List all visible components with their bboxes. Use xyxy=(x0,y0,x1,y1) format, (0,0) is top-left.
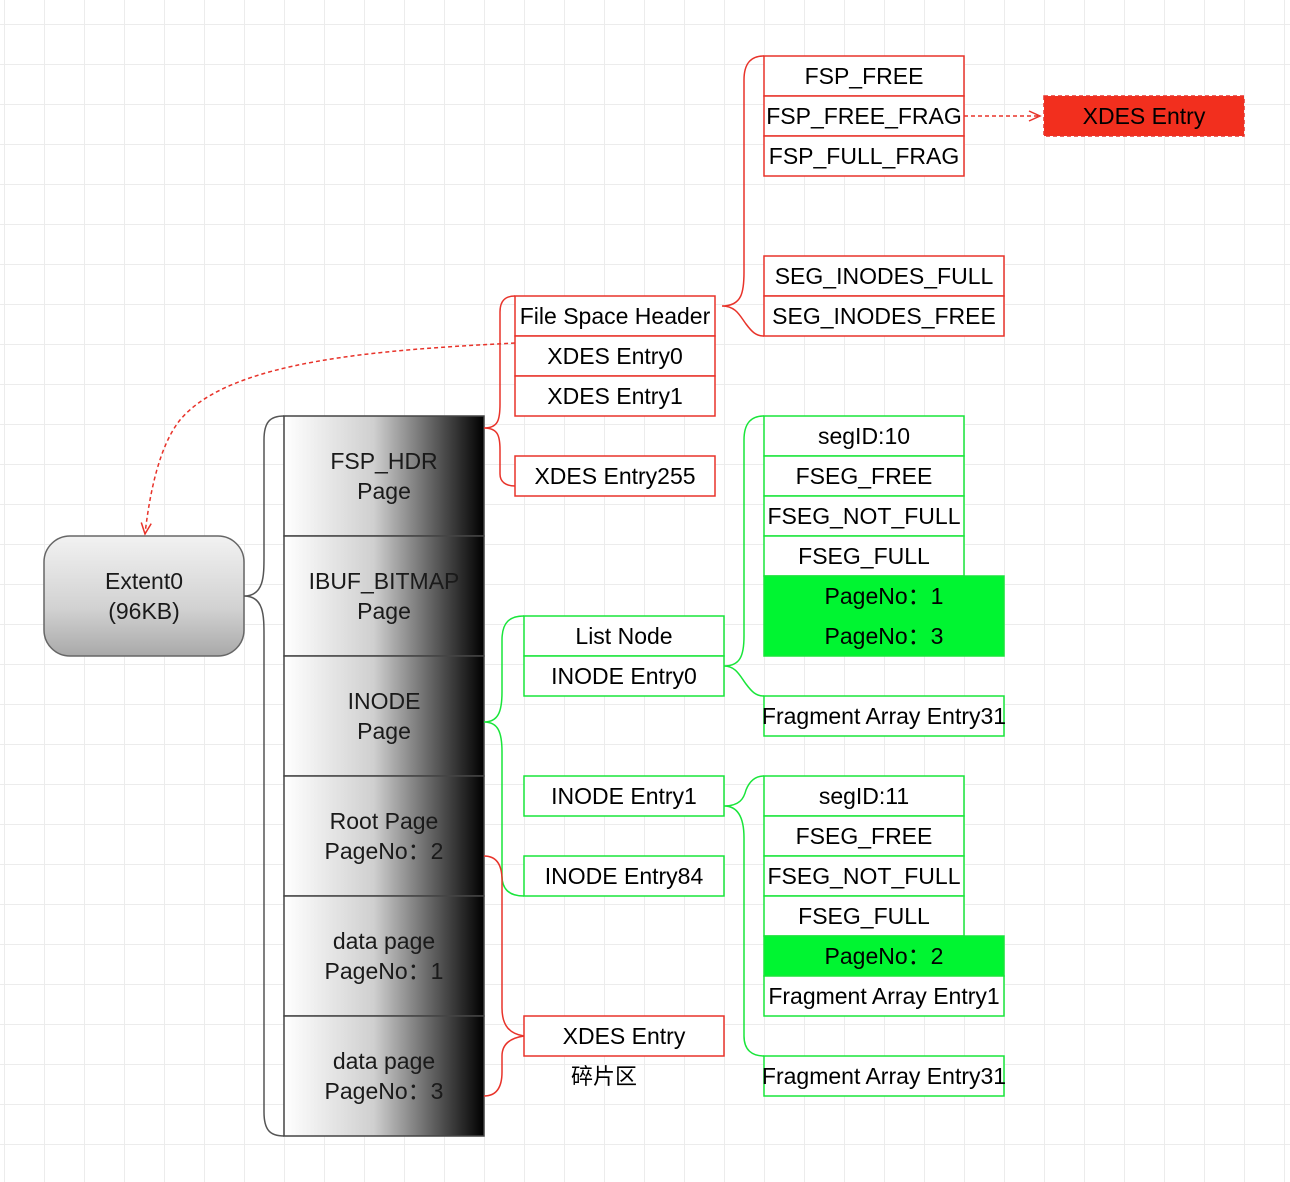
extent-size: (96KB) xyxy=(108,598,180,624)
page-line1: IBUF_BITMAP xyxy=(309,568,460,594)
fragment-xdes-brace xyxy=(483,855,525,1097)
fseg-full-row: FSEG_FULL xyxy=(798,903,930,929)
page-line1: data page xyxy=(333,928,435,954)
seg-inodes-table: SEG_INODES_FULL SEG_INODES_FREE xyxy=(763,255,1005,337)
xdes-entry0-row: XDES Entry0 xyxy=(547,343,683,369)
inode-entry84-row: INODE Entry84 xyxy=(545,863,704,889)
page-data-1: data page PageNo：1 xyxy=(283,895,485,1017)
fsp-header-table: File Space Header XDES Entry0 XDES Entry… xyxy=(514,295,716,497)
fragment-entry31-row: Fragment Array Entry31 xyxy=(762,703,1006,729)
inode-entry1-brace xyxy=(723,775,765,1057)
inode-page-brace xyxy=(483,615,525,897)
page-stack: FSP_HDR Page IBUF_BITMAP Page INODE Page… xyxy=(283,415,485,1137)
xdes-entry0-to-extent-arrow xyxy=(140,342,516,536)
page-line2: PageNo：1 xyxy=(325,958,444,984)
fsp-free-frag-row: FSP_FREE_FRAG xyxy=(766,103,962,129)
page-line2: Page xyxy=(357,598,411,624)
page-data-3: data page PageNo：3 xyxy=(283,1015,485,1137)
fragment-entry1-row: Fragment Array Entry1 xyxy=(768,983,999,1009)
extent-brace xyxy=(243,415,285,1137)
extent0-node: Extent0 (96KB) xyxy=(43,535,245,657)
page-line1: Root Page xyxy=(330,808,439,834)
fsp-hdr-brace xyxy=(483,295,516,487)
page-line1: INODE xyxy=(348,688,421,714)
page-line1: data page xyxy=(333,1048,435,1074)
inode-entry0-row: INODE Entry0 xyxy=(551,663,697,689)
fragment-page-row: PageNo：3 xyxy=(825,623,944,649)
fragment-xdes-label: XDES Entry xyxy=(563,1023,686,1049)
page-line2: Page xyxy=(357,478,411,504)
fseg-free-row: FSEG_FREE xyxy=(796,823,933,849)
fseg-not-full-row: FSEG_NOT_FULL xyxy=(768,863,961,889)
page-ibuf-bitmap: IBUF_BITMAP Page xyxy=(283,535,485,657)
xdes-entry1-row: XDES Entry1 xyxy=(547,383,683,409)
page-fsp-hdr: FSP_HDR Page xyxy=(283,415,485,537)
file-space-header-brace xyxy=(721,55,765,337)
xdes-entry-red-box: XDES Entry xyxy=(1043,95,1245,137)
page-root: Root Page PageNo：2 xyxy=(283,775,485,897)
segment-11-table: segID:11 FSEG_FREE FSEG_NOT_FULL FSEG_FU… xyxy=(762,775,1006,1097)
fragment-entry31-row: Fragment Array Entry31 xyxy=(762,1063,1006,1089)
fsp-full-frag-row: FSP_FULL_FRAG xyxy=(769,143,959,169)
fragment-xdes-box: XDES Entry xyxy=(523,1015,725,1057)
fragment-area-caption: 碎片区 xyxy=(571,1064,637,1089)
fragment-page-row: PageNo：2 xyxy=(825,943,944,969)
xdes-entry255-row: XDES Entry255 xyxy=(534,463,695,489)
extent-title: Extent0 xyxy=(105,568,183,594)
fsp-header-row: File Space Header xyxy=(520,303,711,329)
fseg-full-row: FSEG_FULL xyxy=(798,543,930,569)
inode-entry0-brace xyxy=(723,415,765,697)
page-line2: PageNo：3 xyxy=(325,1078,444,1104)
page-line1: FSP_HDR xyxy=(330,448,437,474)
inode-page-table: List Node INODE Entry0 INODE Entry1 INOD… xyxy=(523,615,725,897)
page-inode: INODE Page xyxy=(283,655,485,777)
fsp-list-table: FSP_FREE FSP_FREE_FRAG FSP_FULL_FRAG xyxy=(763,55,965,177)
seg-inodes-full-row: SEG_INODES_FULL xyxy=(775,263,994,289)
segment-10-table: segID:10 FSEG_FREE FSEG_NOT_FULL FSEG_FU… xyxy=(762,415,1006,737)
fsp-free-row: FSP_FREE xyxy=(805,63,924,89)
seg-inodes-free-row: SEG_INODES_FREE xyxy=(772,303,996,329)
page-line2: Page xyxy=(357,718,411,744)
seg-id-row: segID:11 xyxy=(819,783,909,809)
xdes-entry-red-label: XDES Entry xyxy=(1083,103,1206,129)
page-line2: PageNo：2 xyxy=(325,838,444,864)
fragment-page-row: PageNo：1 xyxy=(825,583,944,609)
seg-id-row: segID:10 xyxy=(818,423,910,449)
fseg-not-full-row: FSEG_NOT_FULL xyxy=(768,503,961,529)
list-node-row: List Node xyxy=(575,623,672,649)
inode-entry1-row: INODE Entry1 xyxy=(551,783,697,809)
fseg-free-row: FSEG_FREE xyxy=(796,463,933,489)
